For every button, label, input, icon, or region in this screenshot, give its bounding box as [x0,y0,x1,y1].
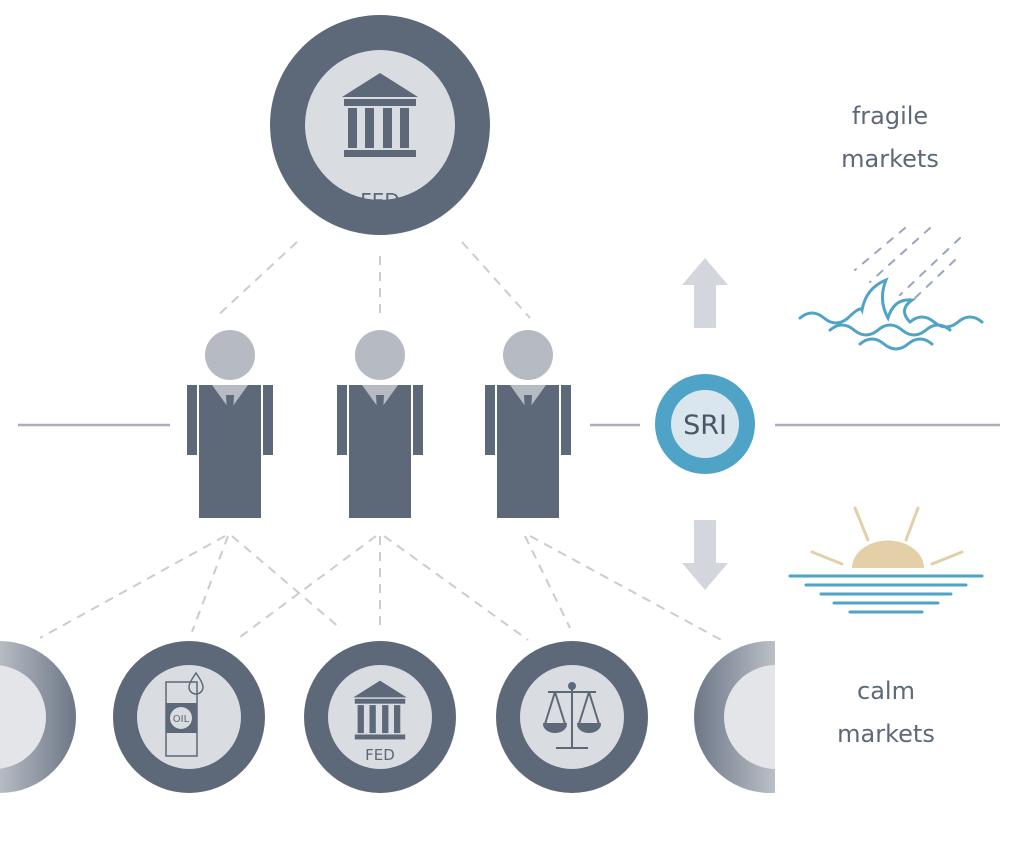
asset-nodes: OIL FED [0,641,775,793]
connector-lines [18,241,1000,643]
top-node-label: FED [360,189,400,213]
arrow-down-icon [682,520,728,590]
asset-node-right-partial [694,641,775,793]
asset-node-oil: OIL [113,641,265,793]
calm-line2: markets [837,720,935,748]
scales-icon [542,682,602,749]
fragile-markets-label: fragile markets [790,95,990,181]
fragile-line1: fragile [851,102,929,130]
businessman-icon [337,330,423,518]
oil-label: OIL [173,714,190,725]
agents [187,330,571,518]
asset-node-scales [496,641,648,793]
businessman-icon [187,330,273,518]
businessman-icon [485,330,571,518]
oil-barrel-icon [165,671,204,757]
top-node-fed: FED [270,15,490,235]
stormy-waves-icon [798,227,984,351]
asset-node-left-partial [0,641,76,793]
calm-line1: calm [857,677,915,705]
sunset-sea-icon [788,506,984,614]
sri-label: SRI [683,410,727,441]
arrow-up-icon [682,258,728,328]
fragile-line2: markets [841,145,939,173]
asset-node-fed: FED [304,641,456,793]
sri-indicator: SRI [655,374,755,474]
fed-label: FED [365,746,395,764]
calm-markets-label: calm markets [786,670,986,756]
